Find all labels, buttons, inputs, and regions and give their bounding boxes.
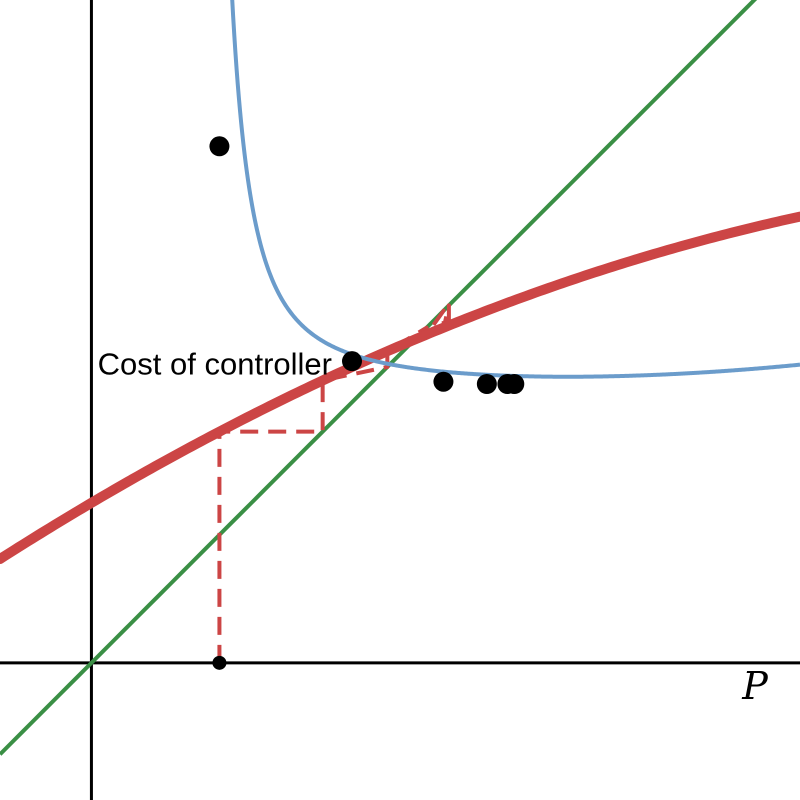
- start-point: [212, 655, 227, 670]
- cost-point-2: [342, 351, 362, 372]
- map-curve: [0, 211, 800, 564]
- cost-of-controller-label: Cost of controller: [98, 346, 332, 381]
- identity-line: [0, 0, 758, 756]
- cost-point-3: [433, 371, 454, 392]
- x-axis-label: P: [741, 664, 769, 708]
- cost-point-4: [476, 374, 497, 394]
- cost-point-6: [504, 374, 525, 394]
- curves-layer: [0, 0, 800, 756]
- cost-point-1: [209, 136, 230, 157]
- cost-curve: [230, 0, 800, 379]
- markers-layer: [209, 136, 525, 670]
